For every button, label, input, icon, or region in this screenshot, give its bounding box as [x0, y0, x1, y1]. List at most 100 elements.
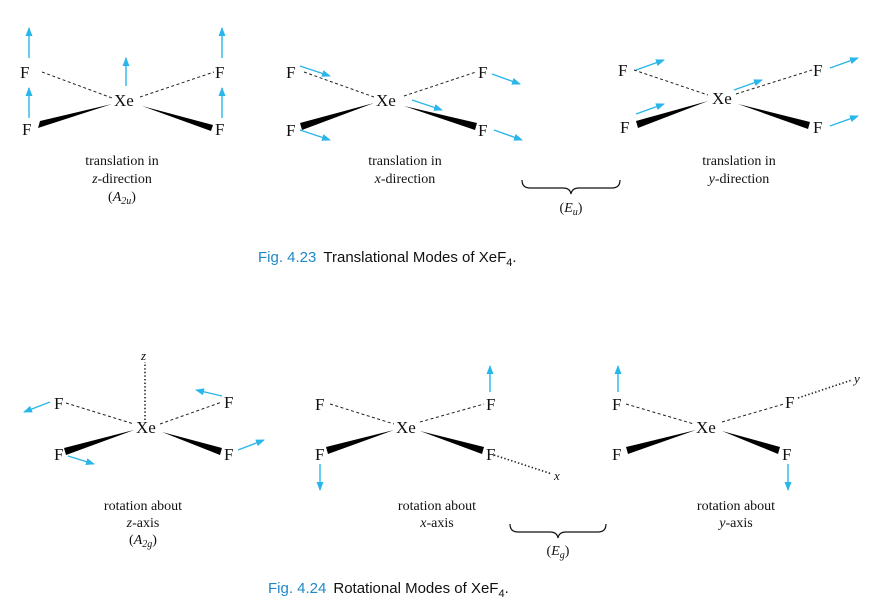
molecule-rotation-x: x Xe F F F F	[315, 365, 560, 491]
caption-line: y-axis	[717, 516, 752, 531]
caption-rest: -direction	[715, 172, 769, 187]
figure-title-end: .	[505, 580, 509, 597]
caption-axis: z	[91, 172, 98, 187]
caption-rotation-z: rotation about z-axis (A2g)	[104, 499, 182, 550]
f-atom: F	[286, 63, 295, 82]
f-atom: F	[486, 445, 495, 464]
f-atom: F	[54, 445, 63, 464]
rotation-arrow	[195, 388, 223, 397]
figure-caption-4-23: Fig. 4.23 Translational Modes of XeF4.	[258, 249, 517, 269]
caption-line: x-axis	[419, 516, 453, 531]
axis-label-z: z	[140, 348, 146, 363]
symmetry-sub: u	[573, 207, 578, 218]
f-atom: F	[486, 395, 495, 414]
f-atom: F	[785, 393, 794, 412]
symmetry-label: (Eg)	[547, 544, 570, 561]
displacement-arrow	[493, 129, 523, 141]
axis-label-y: y	[852, 371, 860, 386]
figure-caption-4-24: Fig. 4.24 Rotational Modes of XeF4.	[268, 580, 509, 599]
xe-atom: Xe	[376, 91, 396, 110]
figure-title-end: .	[512, 249, 516, 266]
xe-atom: Xe	[712, 89, 732, 108]
f-atom: F	[224, 445, 233, 464]
caption-rest: -direction	[381, 172, 435, 187]
f-atom: F	[813, 118, 822, 137]
caption-translation-y: translation in y-direction	[702, 154, 776, 187]
displacement-arrow	[635, 103, 665, 115]
f-atom: F	[612, 395, 621, 414]
xe-atom: Xe	[114, 91, 134, 110]
symmetry-sub: 2u	[121, 196, 131, 207]
brace-eg: (Eg)	[509, 523, 607, 561]
displacement-arrow	[491, 73, 521, 85]
molecule-rotation-z: z Xe F F F F	[23, 348, 265, 465]
f-atom: F	[22, 120, 31, 139]
figure-title-sub: 4	[498, 588, 504, 599]
f-atom: F	[315, 445, 324, 464]
figure-number: Fig. 4.23	[258, 249, 316, 266]
caption-line: y-direction	[707, 172, 770, 187]
caption-line: rotation about	[104, 499, 182, 514]
caption-rest: -direction	[98, 172, 152, 187]
displacement-arrow	[829, 57, 859, 69]
symmetry-main: A	[112, 190, 122, 205]
xe-atom: Xe	[696, 418, 716, 437]
f-atom: F	[782, 445, 791, 464]
figure-title: Rotational Modes of XeF	[333, 580, 498, 597]
caption-rotation-y: rotation about y-axis	[697, 499, 775, 531]
symmetry-main: E	[563, 201, 573, 216]
symmetry-label: (A2u)	[108, 190, 136, 207]
molecule-translation-y: Xe F F F F	[618, 57, 859, 137]
molecule-translation-x: Xe F F F F	[286, 63, 523, 141]
symmetry-sub: 2g	[142, 539, 152, 550]
molecule-translation-z: Xe F F F F	[20, 27, 226, 139]
f-atom: F	[20, 63, 29, 82]
f-atom: F	[620, 118, 629, 137]
displacement-arrow	[299, 65, 331, 77]
displacement-arrow	[733, 79, 763, 91]
f-atom: F	[215, 120, 224, 139]
f-atom: F	[54, 394, 63, 413]
caption-line: x-direction	[374, 172, 436, 187]
f-atom: F	[813, 61, 822, 80]
symmetry-label: (Eu)	[560, 201, 583, 218]
caption-rest: -axis	[132, 516, 159, 531]
symmetry-main: A	[133, 533, 143, 548]
f-atom: F	[618, 61, 627, 80]
caption-line: translation in	[85, 154, 159, 169]
molecule-rotation-y: y Xe F F F F	[612, 365, 860, 491]
axis-label-x: x	[553, 468, 560, 483]
f-atom: F	[224, 393, 233, 412]
caption-line: translation in	[702, 154, 776, 169]
caption-translation-z: translation in z-direction (A2u)	[85, 154, 159, 207]
caption-line: z-direction	[91, 172, 152, 187]
f-atom: F	[315, 395, 324, 414]
f-atom: F	[215, 63, 224, 82]
caption-axis: x	[374, 172, 382, 187]
figure-number: Fig. 4.24	[268, 580, 326, 597]
f-atom: F	[478, 63, 487, 82]
symmetry-main: E	[550, 544, 560, 559]
f-atom: F	[286, 121, 295, 140]
caption-line: translation in	[368, 154, 442, 169]
figure-title-sub: 4	[506, 257, 512, 269]
rotation-arrow	[67, 455, 95, 465]
xe-atom: Xe	[136, 418, 156, 437]
caption-axis: y	[707, 172, 716, 187]
caption-axis: x	[419, 516, 427, 531]
caption-rest: -axis	[726, 516, 753, 531]
caption-line: rotation about	[398, 499, 476, 514]
displacement-arrow	[411, 99, 443, 111]
f-atom: F	[612, 445, 621, 464]
symmetry-sub: g	[560, 550, 565, 561]
caption-rest: -axis	[427, 516, 454, 531]
caption-translation-x: translation in x-direction	[368, 154, 442, 187]
displacement-arrow	[829, 115, 859, 127]
rotation-arrow	[23, 401, 51, 413]
figure-title: Translational Modes of XeF	[323, 249, 506, 266]
caption-line: rotation about	[697, 499, 775, 514]
displacement-arrow	[635, 59, 665, 71]
displacement-arrow	[299, 129, 331, 141]
symmetry-label: (A2g)	[129, 533, 157, 550]
